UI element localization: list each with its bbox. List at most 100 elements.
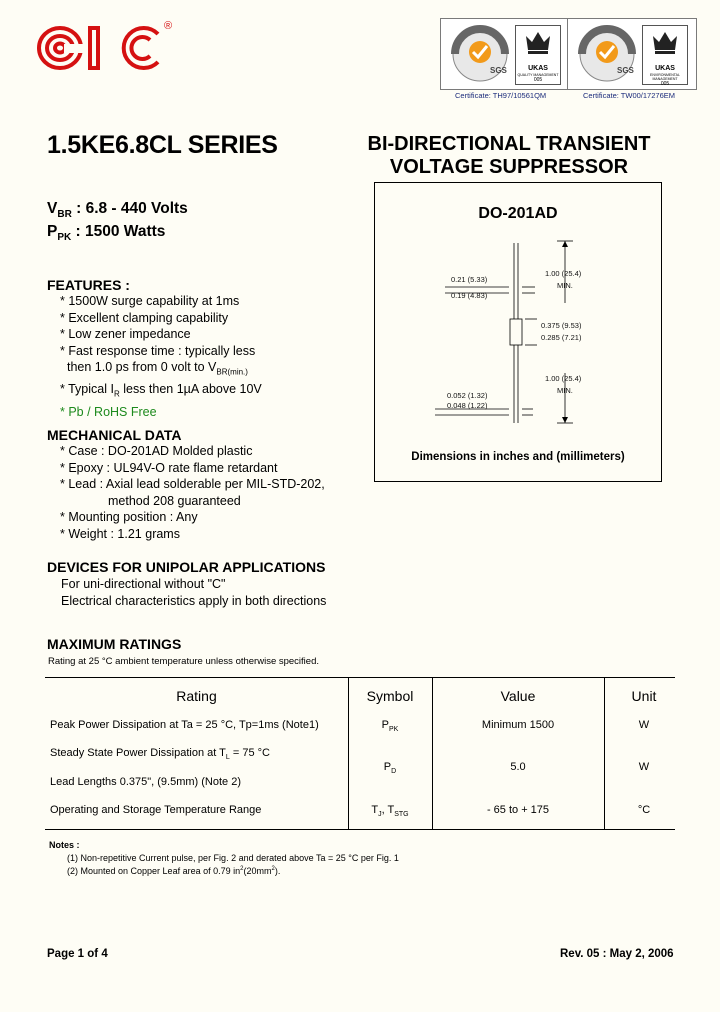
- mechanical-item: * Weight : 1.21 grams: [60, 526, 180, 541]
- symbol-cell: TJ, TSTG: [348, 804, 432, 818]
- device-title-line1: BI-DIRECTIONAL TRANSIENT: [367, 133, 651, 155]
- ratings-heading: MAXIMUM RATINGS: [47, 636, 182, 652]
- ukas-badge: UKAS QUALITY MANAGEMENT 005: [515, 25, 561, 85]
- feature-item: * Typical IR less then 1µA above 10V: [60, 381, 262, 403]
- rating-text: = 75 °C: [229, 747, 270, 759]
- symbol-subscript: PK: [389, 726, 399, 734]
- mechanical-item: * Mounting position : Any: [60, 510, 198, 525]
- note-text: (20mm: [243, 866, 272, 876]
- ukas-badge: UKAS ENVIRONMENTAL MANAGEMENT 005: [642, 25, 688, 87]
- rating-subscript: L: [225, 754, 230, 762]
- dim-label: 1.00 (25.4): [545, 374, 582, 383]
- table-col-rule: [604, 678, 605, 829]
- cert-number-left: Certificate: TH97/10561QM: [455, 91, 547, 100]
- value-cell: - 65 to + 175: [486, 804, 550, 816]
- unipolar-heading: DEVICES FOR UNIPOLAR APPLICATIONS: [47, 559, 326, 575]
- ukas-sub: QUALITY MANAGEMENT: [517, 73, 559, 77]
- table-col-rule: [348, 678, 349, 829]
- ukas-text: UKAS: [655, 65, 675, 72]
- col-header-unit: Unit: [631, 688, 657, 704]
- unit-cell: W: [638, 761, 650, 773]
- symbol-text: , T: [381, 804, 395, 816]
- mechanical-item: method 208 guaranteed: [108, 493, 241, 508]
- dim-label: 0.285 (7.21): [541, 333, 582, 342]
- col-header-rating: Rating: [176, 688, 217, 704]
- feature-item: * 1500W surge capability at 1ms: [60, 294, 240, 308]
- package-drawing: [435, 240, 573, 424]
- symbol-text: P: [383, 761, 392, 773]
- feature-item-rohs: * Pb / RoHS Free: [60, 404, 157, 419]
- symbol-cell: PPK: [348, 719, 432, 733]
- ukas-text: UKAS: [528, 65, 548, 72]
- vbr-spec: VBR : 6.8 - 440 Volts: [47, 200, 188, 220]
- dimensions-caption: Dimensions in inches and (millimeters): [411, 451, 625, 463]
- iso-badge-icon: SGS: [578, 25, 636, 82]
- device-title: BI-DIRECTIONAL TRANSIENT VOLTAGE SUPPRES…: [340, 133, 678, 179]
- mechanical-item: * Epoxy : UL94V-O rate flame retardant: [60, 460, 278, 475]
- rating-cell-line2: Lead Lengths 0.375", (9.5mm) (Note 2): [50, 776, 242, 788]
- dim-label: 1.00 (25.4): [545, 269, 582, 278]
- col-header-value: Value: [500, 688, 536, 704]
- dim-label: 0.19 (4.83): [451, 291, 488, 300]
- symbol-subscript: D: [391, 768, 397, 776]
- ukas-num: 005: [533, 77, 543, 83]
- vbr-subscript: BR: [57, 209, 72, 221]
- svg-text:SGS: SGS: [617, 66, 635, 75]
- unipolar-line1: For uni-directional without "C": [61, 577, 226, 591]
- unit-cell: W: [638, 719, 650, 731]
- cert-number-right: Certificate: TW00/17276EM: [583, 91, 675, 100]
- eic-logo: [37, 26, 166, 70]
- value-cell: 5.0: [510, 761, 526, 773]
- dim-label: 0.052 (1.32): [447, 391, 488, 400]
- table-col-rule: [432, 678, 433, 829]
- crown-icon: [526, 32, 550, 54]
- page-number: Page 1 of 4: [47, 948, 108, 960]
- vbr-symbol: V: [47, 200, 58, 217]
- series-title: 1.5KE6.8CL SERIES: [47, 131, 278, 159]
- note-text: (2) Mounted on Copper Leaf area of 0.79 …: [67, 866, 241, 876]
- device-title-line2: VOLTAGE SUPPRESSOR: [389, 156, 629, 178]
- dim-label: 0.21 (5.33): [451, 275, 488, 284]
- ratings-subheading: Rating at 25 °C ambient temperature unle…: [48, 656, 319, 667]
- symbol-subscript: STG: [394, 811, 409, 819]
- feature-item: * Fast response time : typically less: [60, 343, 256, 358]
- table-top-rule: [45, 677, 675, 678]
- table-bottom-rule: [45, 829, 675, 830]
- value-cell: Minimum 1500: [481, 719, 555, 731]
- dim-label: MIN.: [557, 281, 573, 290]
- ukas-num: 005: [660, 81, 670, 87]
- ppk-value: : 1500 Watts: [71, 223, 166, 240]
- symbol-subscript: J: [378, 811, 382, 819]
- symbol-cell: PD: [348, 761, 432, 775]
- ppk-symbol: P: [47, 223, 58, 240]
- note-superscript: 2: [240, 866, 244, 872]
- note-superscript: 2: [271, 866, 275, 872]
- mechanical-heading: MECHANICAL DATA: [47, 427, 182, 443]
- feature-item: * Low zener impedance: [60, 327, 191, 342]
- features-list: * 1500W surge capability at 1ms * Excell…: [60, 293, 262, 420]
- package-title: DO-201AD: [478, 205, 558, 222]
- dim-label: 0.375 (9.53): [541, 321, 582, 330]
- features-heading: FEATURES :: [47, 277, 130, 293]
- mechanical-item: * Case : DO-201AD Molded plastic: [60, 444, 253, 458]
- mechanical-list: * Case : DO-201AD Molded plastic * Epoxy…: [60, 443, 325, 543]
- ukas-sub: ENVIRONMENTAL MANAGEMENT: [650, 73, 680, 81]
- vbr-value: : 6.8 - 440 Volts: [71, 200, 188, 217]
- mechanical-item: * Lead : Axial lead solderable per MIL-S…: [60, 477, 325, 492]
- rating-cell: Steady State Power Dissipation at TL = 7…: [50, 747, 270, 761]
- dim-label: 0.048 (1.22): [447, 401, 488, 410]
- iso-badge-icon: SGS: [451, 25, 509, 82]
- feature-item: * Excellent clamping capability: [60, 310, 229, 325]
- col-header-symbol: Symbol: [366, 688, 414, 704]
- feature-text: * Typical I: [60, 382, 114, 397]
- note-text: ).: [274, 866, 281, 876]
- ppk-spec: PPK : 1500 Watts: [47, 223, 165, 243]
- feature-subscript: R: [113, 389, 120, 399]
- ppk-subscript: PK: [57, 232, 72, 244]
- notes-heading: Notes :: [49, 840, 80, 850]
- registered-mark: ®: [164, 20, 173, 32]
- rating-cell: Peak Power Dissipation at Ta = 25 °C, Tp…: [50, 719, 319, 731]
- cert-box-right: SGS UKAS ENVIRONMENTAL MANAGEMENT 005: [567, 18, 697, 90]
- svg-text:SGS: SGS: [490, 66, 508, 75]
- revision-date: Rev. 05 : May 2, 2006: [560, 948, 674, 960]
